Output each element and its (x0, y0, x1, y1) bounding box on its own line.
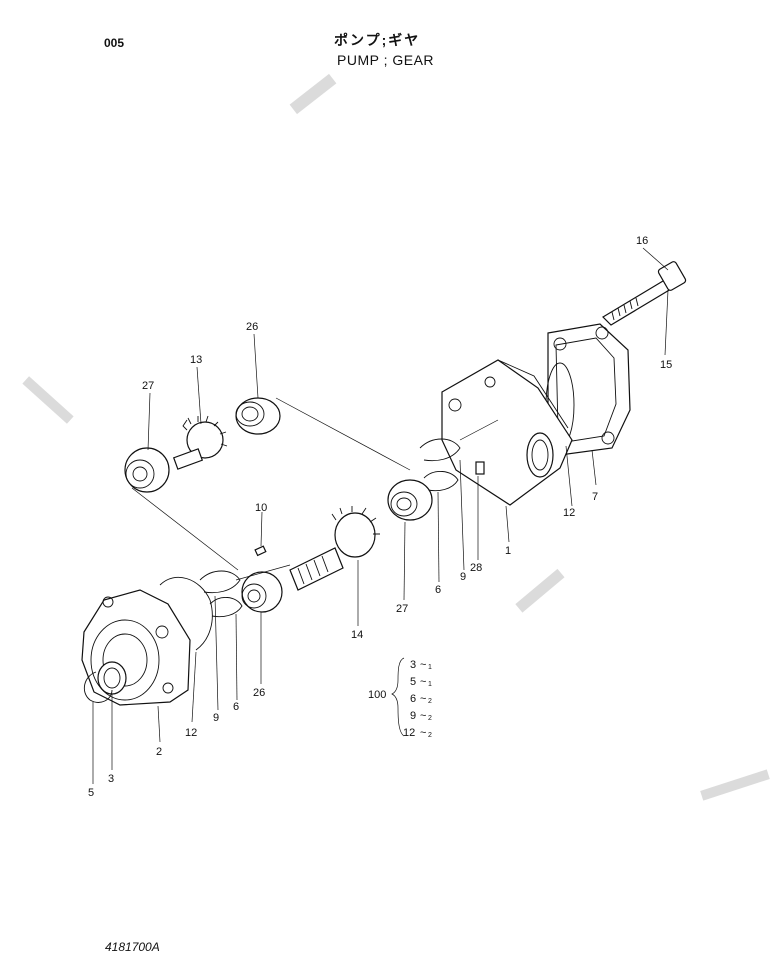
label-part-14: 14 (351, 629, 363, 641)
label-part-26-bottom: 26 (253, 687, 265, 699)
seal-part-9-left (199, 570, 241, 594)
kit-item-2: 6 ~ 2 (410, 693, 432, 705)
kit-item-0: 3 ~ 1 (410, 659, 432, 671)
snap-ring-part-5 (83, 671, 113, 703)
kit-item-1: 5 ~ 1 (410, 676, 432, 688)
seal-part-6-left (209, 597, 243, 618)
kit-item-tilde: ~ (420, 693, 426, 705)
label-part-27-bottom: 27 (396, 603, 408, 615)
assembly-lines (131, 397, 499, 581)
kit-number: 100 (368, 689, 386, 701)
label-part-10: 10 (255, 502, 267, 514)
label-part-3: 3 (108, 773, 114, 785)
label-part-6-left: 6 (233, 701, 239, 713)
kit-item-part: 12 (403, 727, 415, 739)
label-part-26-top: 26 (246, 321, 258, 333)
label-part-16: 16 (636, 235, 648, 247)
drive-gear-part-14 (289, 506, 380, 591)
label-part-6-right: 6 (435, 584, 441, 596)
kit-item-qty: 1 (428, 664, 432, 671)
label-part-7: 7 (592, 491, 598, 503)
title-japanese: ポンプ;ギヤ (334, 32, 421, 48)
label-part-12-right: 12 (563, 507, 575, 519)
kit-item-qty: 2 (428, 715, 432, 722)
label-part-1: 1 (505, 545, 511, 557)
label-part-15: 15 (660, 359, 672, 371)
label-part-12-left: 12 (185, 727, 197, 739)
kit-item-tilde: ~ (420, 727, 426, 739)
seal-part-6-right (423, 471, 459, 492)
kit-item-qty: 2 (428, 698, 432, 705)
label-part-27-top: 27 (142, 380, 154, 392)
bolt-part-16 (602, 261, 687, 326)
bushing-part-26-bottom (241, 571, 283, 613)
scan-smudges (22, 73, 770, 801)
label-part-13: 13 (190, 354, 202, 366)
kit-item-part: 3 (410, 659, 416, 671)
part-number-labels: 16 15 26 13 27 7 12 1 28 9 6 27 14 10 26… (88, 235, 672, 799)
kit-item-tilde: ~ (420, 676, 426, 688)
kit-item-tilde: ~ (420, 710, 426, 722)
kit-item-qty: 2 (428, 732, 432, 739)
bushing-part-27-top (124, 447, 170, 493)
kit-item-3: 9 ~ 2 (410, 710, 432, 722)
key-part-10 (254, 545, 267, 557)
front-cover-part-2 (81, 589, 191, 706)
label-part-9-left: 9 (213, 712, 219, 724)
oil-seal-part-3 (97, 661, 127, 695)
kit-item-part: 5 (410, 676, 416, 688)
pin-part-28 (475, 461, 485, 475)
leader-lines (92, 247, 669, 784)
kit-item-4: 12 ~ 2 (403, 727, 432, 739)
kit-100-listing: 100 3 ~ 1 5 ~ 1 6 ~ 2 9 ~ 2 (368, 657, 432, 739)
label-part-9-right: 9 (460, 571, 466, 583)
kit-item-part: 9 (410, 710, 416, 722)
o-ring-part-12-left (159, 576, 213, 651)
driven-gear-part-13 (172, 415, 228, 470)
kit-item-part: 6 (410, 693, 416, 705)
label-part-2: 2 (156, 746, 162, 758)
kit-item-qty: 1 (428, 681, 432, 688)
label-part-28: 28 (470, 562, 482, 574)
bushing-part-27-bottom (387, 479, 433, 521)
bushing-part-26-top (235, 397, 281, 435)
kit-item-tilde: ~ (420, 659, 426, 671)
label-part-5: 5 (88, 787, 94, 799)
page-code: 005 (104, 36, 125, 50)
title-english: PUMP ; GEAR (337, 52, 435, 68)
pump-body-part-1 (441, 359, 573, 506)
seal-part-9-right (419, 438, 461, 462)
drawing-number: 4181700A (105, 940, 160, 954)
